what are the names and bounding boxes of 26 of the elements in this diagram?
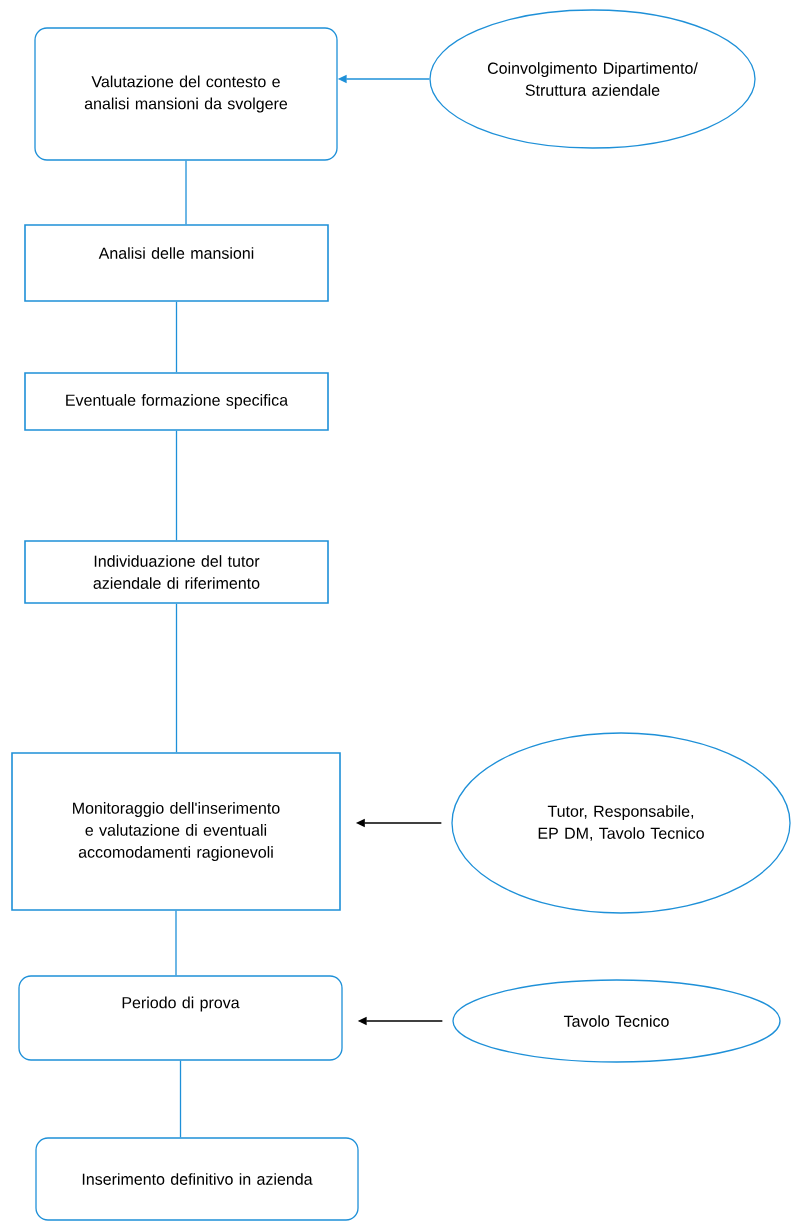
participant-ellipse [451,732,791,914]
process-box [24,224,329,302]
connector-line [175,430,178,541]
node-label: Inserimento definitivo in azienda [82,1173,313,1185]
node-label: Tavolo Tecnico [563,1015,669,1027]
connector-line [175,910,177,976]
participant-ellipse [452,979,781,1063]
connector-line [175,301,178,373]
process-box [11,752,341,911]
participant-ellipse [429,9,756,149]
node-label: Individuazione del tutor aziendale di riferimento [93,555,260,589]
process-box [24,372,329,431]
node-label: Eventuale formazione specifica [66,394,289,409]
connector-line [175,603,178,753]
connector-line [185,160,187,225]
node-label: Coinvolgimento Dipartimento/ Struttura aziendale [487,62,698,96]
connector-line [179,1060,182,1138]
node-label: Tutor, Responsabile, EP DM, Tavolo Tecnico [538,805,704,841]
node-label: Periodo di prova [122,996,240,1012]
node-label: Monitoraggio dell'inserimento e valutazione di eventuali accomodamenti ragionevoli [73,802,280,861]
process-box [34,27,338,161]
node-label: Analisi delle mansioni [98,247,254,259]
process-box [35,1137,359,1221]
node-label: Valutazione del contesto e analisi mansioni da svolgere [84,75,288,113]
process-box [18,975,343,1061]
process-box [24,540,329,604]
